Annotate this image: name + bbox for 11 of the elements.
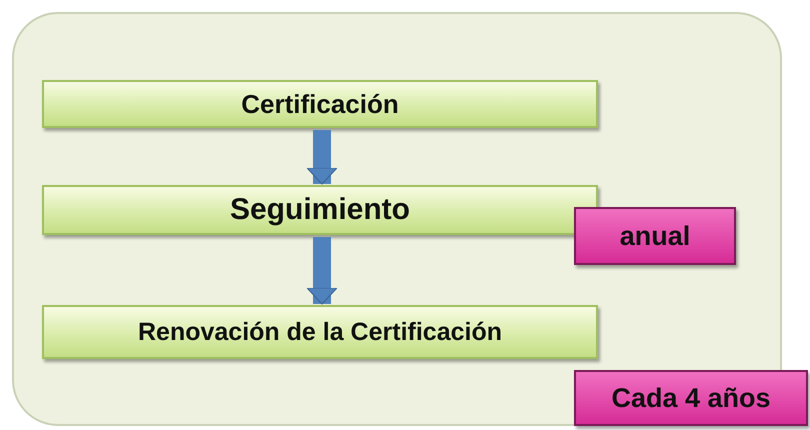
- step-box: [42, 185, 598, 235]
- note-tag: Cada 4 años: [574, 370, 808, 426]
- block-arrow: [306, 130, 338, 184]
- note-tag: anual: [574, 207, 736, 265]
- step-label: Seguimiento: [230, 193, 410, 227]
- step-label: Certificación: [241, 88, 399, 120]
- block-arrow: [306, 237, 338, 304]
- step-box: [42, 80, 598, 128]
- step-box: [42, 305, 598, 359]
- panel-background: [12, 12, 782, 426]
- step-label: Renovación de la Certificación: [138, 318, 502, 346]
